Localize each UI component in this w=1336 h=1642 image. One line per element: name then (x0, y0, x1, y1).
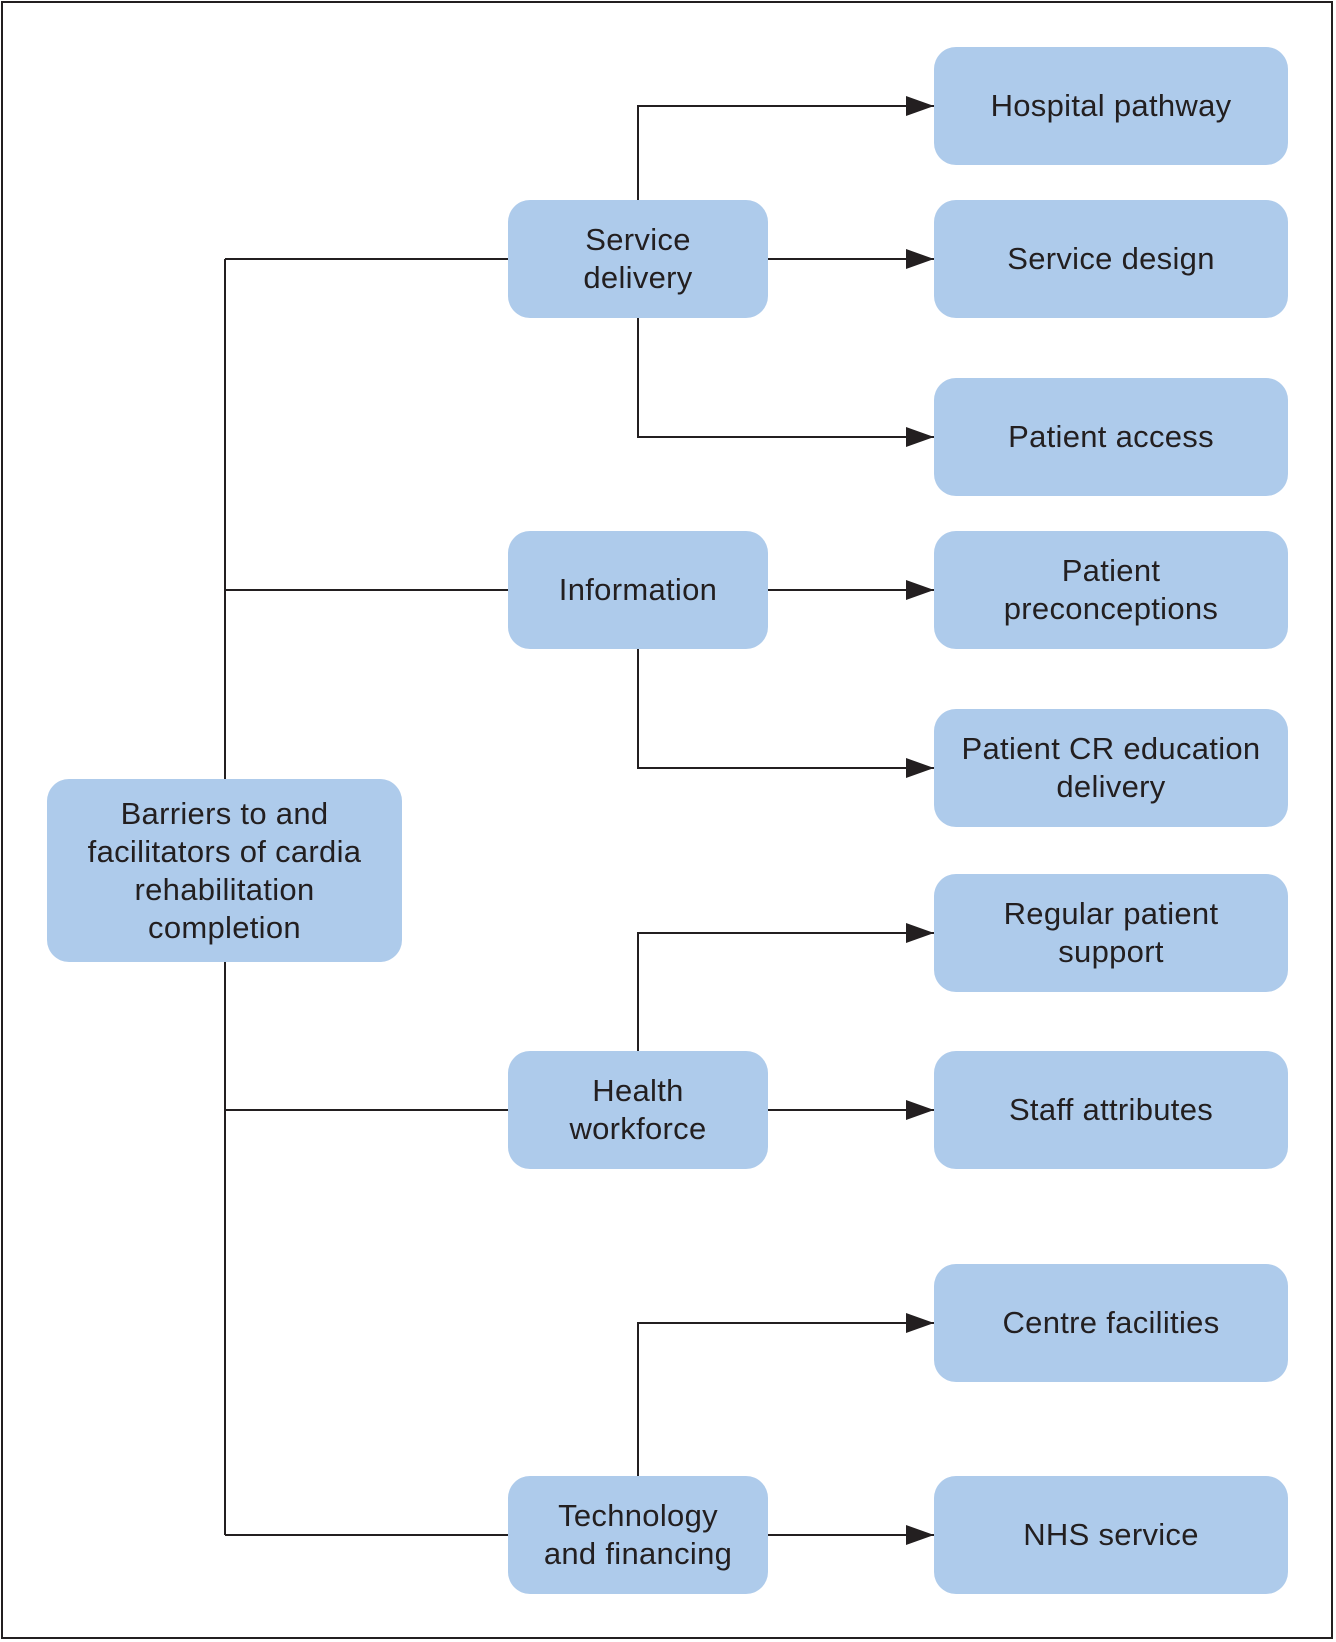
category-technology-and-financing: Technology and financing (508, 1476, 768, 1594)
health-workforce-to-regular-patient-support-arrow (637, 923, 934, 1051)
leaf-staff-attributes: Staff attributes (934, 1051, 1288, 1169)
leaf-regular-patient-support: Regular patient support (934, 874, 1288, 992)
leaf-hospital-pathway: Hospital pathway (934, 47, 1288, 165)
root-node: Barriers to and facilitators of cardia r… (47, 779, 402, 962)
leaf-centre-facilities: Centre facilities (934, 1264, 1288, 1382)
leaf-patient-preconceptions: Patient preconceptions (934, 531, 1288, 649)
service-delivery-to-patient-access-arrow (637, 318, 934, 447)
technology-financing-to-centre-facilities-arrow (637, 1313, 934, 1476)
information-to-patient-cr-education-arrow (637, 649, 934, 778)
service-delivery-to-hospital-pathway-arrow (637, 96, 934, 200)
category-health-workforce: Health workforce (508, 1051, 768, 1169)
leaf-patient-cr-education-delivery: Patient CR education delivery (934, 709, 1288, 827)
leaf-patient-access: Patient access (934, 378, 1288, 496)
category-service-delivery: Service delivery (508, 200, 768, 318)
category-information: Information (508, 531, 768, 649)
leaf-nhs-service: NHS service (934, 1476, 1288, 1594)
leaf-service-design: Service design (934, 200, 1288, 318)
